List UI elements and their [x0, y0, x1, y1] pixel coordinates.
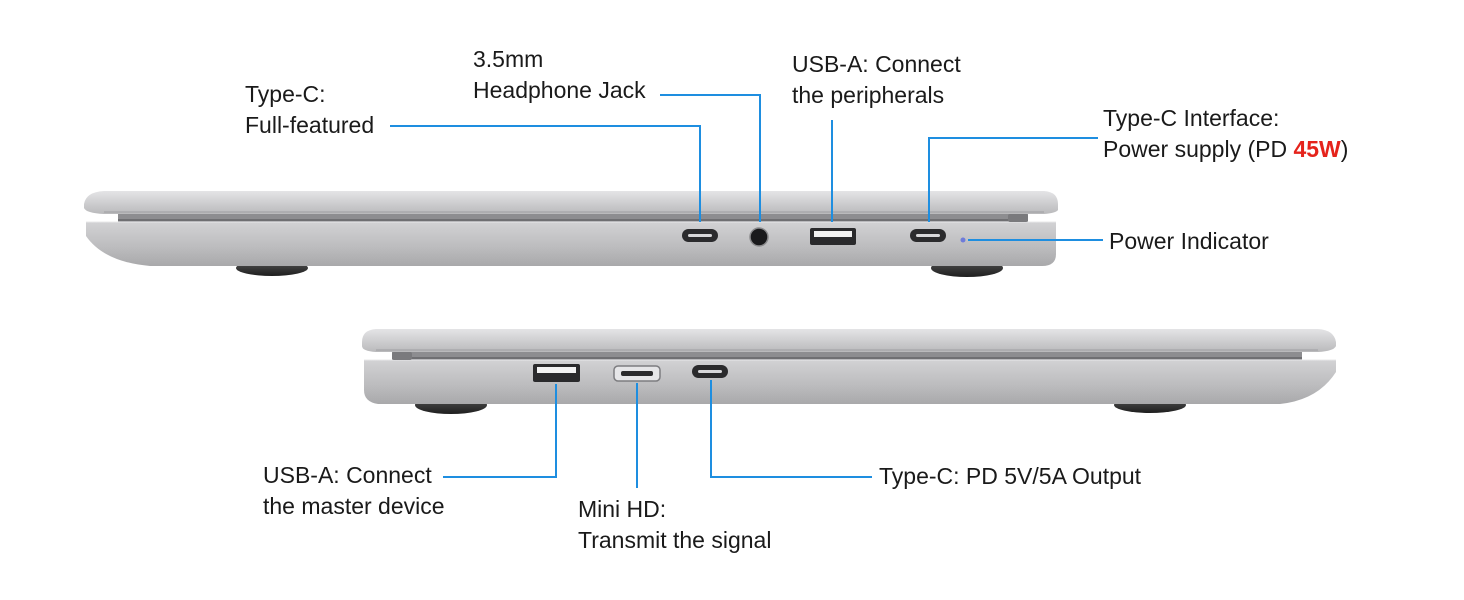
label-line: Mini HD:: [578, 496, 667, 522]
label-line: Type-C:: [245, 81, 326, 107]
laptop-right-side-view: [84, 191, 1058, 277]
label-usba-peripherals: USB-A: Connect the peripherals: [792, 49, 961, 111]
laptop-lid: [362, 329, 1336, 352]
mini-hd-port-slot: [621, 371, 653, 376]
label-line: Power Indicator: [1109, 228, 1269, 254]
label-headphone-jack: 3.5mm Headphone Jack: [473, 44, 646, 106]
label-mini-hd: Mini HD: Transmit the signal: [578, 494, 771, 556]
label-line: Full-featured: [245, 112, 375, 138]
hinge-gap: [118, 212, 1028, 222]
hinge-gap: [392, 350, 1302, 360]
label-line: USB-A: Connect: [792, 51, 961, 77]
label-line: Power supply (PD 45W): [1103, 134, 1348, 165]
callout-line-usba-master: [443, 384, 557, 478]
hinge-bracket: [392, 352, 412, 360]
laptop-left-side-view: [362, 329, 1336, 414]
label-typec-full-featured: Type-C: Full-featured: [245, 79, 374, 141]
typec-port-tongue: [688, 234, 712, 237]
label-line: Type-C: PD 5V/5A Output: [879, 463, 1142, 489]
usba-port-tongue: [537, 367, 576, 373]
callout-line-typec-power: [928, 137, 1098, 222]
label-line: 3.5mm: [473, 46, 544, 72]
label-line: Transmit the signal: [578, 527, 772, 553]
label-line: the master device: [263, 493, 445, 519]
laptop-base: [364, 360, 1336, 404]
laptop-lid: [84, 191, 1058, 214]
label-line: USB-A: Connect: [263, 462, 432, 488]
power-indicator-led: [960, 237, 966, 243]
label-typec-output: Type-C: PD 5V/5A Output: [879, 461, 1141, 492]
callout-line-typec-output: [710, 380, 872, 478]
label-text: ): [1340, 136, 1349, 162]
typec-port-tongue: [916, 234, 940, 237]
top-callout-lines: [390, 94, 1103, 241]
usba-port-tongue: [814, 231, 852, 237]
label-typec-power-supply: Type-C Interface: Power supply (PD 45W): [1103, 103, 1348, 165]
label-line: Type-C Interface:: [1103, 105, 1280, 131]
hinge-shadow: [392, 357, 1302, 359]
hinge-shadow: [118, 219, 1028, 221]
label-power-indicator: Power Indicator: [1109, 226, 1269, 257]
hinge-bracket: [1008, 214, 1028, 222]
headphone-jack: [749, 227, 769, 247]
label-usba-master-device: USB-A: Connect the master device: [263, 460, 445, 522]
label-line: the peripherals: [792, 82, 945, 108]
callout-line-typec-full: [390, 125, 701, 222]
wattage-highlight: 45W: [1293, 136, 1341, 162]
typec-port-tongue: [698, 370, 722, 373]
callout-line-headphone: [660, 94, 761, 222]
bottom-callout-lines: [443, 380, 872, 488]
label-text: Power supply (PD: [1103, 136, 1294, 162]
label-line: Headphone Jack: [473, 77, 646, 103]
laptop-base: [86, 222, 1056, 266]
